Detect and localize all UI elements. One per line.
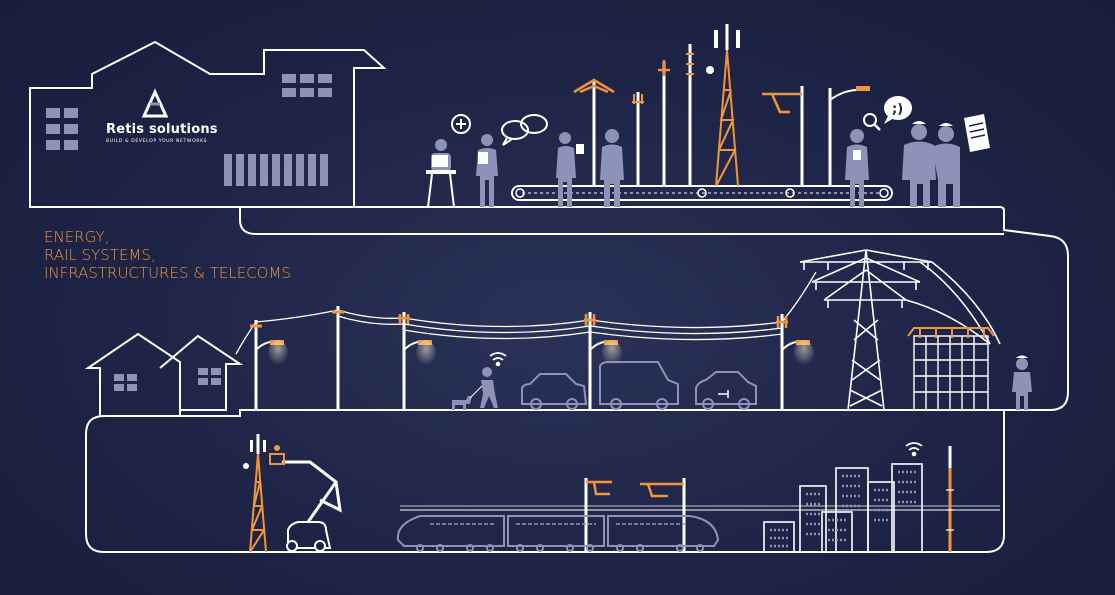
magnifier-icon xyxy=(863,113,881,131)
substation xyxy=(907,327,995,411)
headline: ENERGY, RAIL SYSTEMS, INFRASTRUCTURES & … xyxy=(44,228,291,282)
antenna-mast-city xyxy=(946,446,954,552)
plus-icon xyxy=(451,114,471,134)
wifi-icon-city xyxy=(905,442,923,457)
person-tablet xyxy=(556,132,584,207)
house-windows xyxy=(114,368,221,391)
houses xyxy=(84,332,244,416)
streetlight-top xyxy=(828,86,870,186)
headline-line-1: ENERGY, xyxy=(44,228,110,246)
person-phone xyxy=(600,129,624,207)
chat-bubbles-icon xyxy=(501,114,548,146)
power-lines xyxy=(235,271,817,355)
poles-on-conveyor xyxy=(573,44,694,186)
headline-line-3: INFRASTRUCTURES & TELECOMS xyxy=(44,264,291,282)
train xyxy=(396,515,720,552)
city-buildings xyxy=(763,463,923,553)
route-line xyxy=(29,88,1069,553)
telecom-tower-top xyxy=(706,24,740,187)
speech-bubble-text: ;) xyxy=(892,102,903,117)
brand-name: Retis solutions xyxy=(106,122,218,137)
brand-tagline: BUILD & DEVELOP YOUR NETWORKS xyxy=(106,139,208,144)
speech-bubble-icon: ;) xyxy=(884,96,912,124)
person-inspector xyxy=(845,129,869,207)
worker-substation xyxy=(1012,355,1032,410)
telecom-tower-bottom xyxy=(243,434,267,553)
headquarters-building xyxy=(29,40,387,207)
streetlights xyxy=(255,340,814,368)
wifi-icon xyxy=(489,352,507,367)
catenary-pole-top xyxy=(762,86,804,186)
engineers-pair xyxy=(902,121,960,207)
person-walking-dog xyxy=(452,367,498,410)
person-at-desk xyxy=(426,139,456,208)
utility-poles xyxy=(250,306,788,410)
high-voltage-pylon xyxy=(799,249,1001,411)
logo-icon xyxy=(141,88,169,118)
document-icon xyxy=(964,114,990,152)
conveyor-belt xyxy=(511,185,893,201)
person-with-clipboard xyxy=(476,134,498,207)
cars xyxy=(521,361,757,410)
headline-line-2: RAIL SYSTEMS, xyxy=(44,246,156,264)
headquarters-vents xyxy=(224,154,328,186)
cherry-picker xyxy=(269,445,342,552)
headquarters-windows xyxy=(46,74,332,150)
